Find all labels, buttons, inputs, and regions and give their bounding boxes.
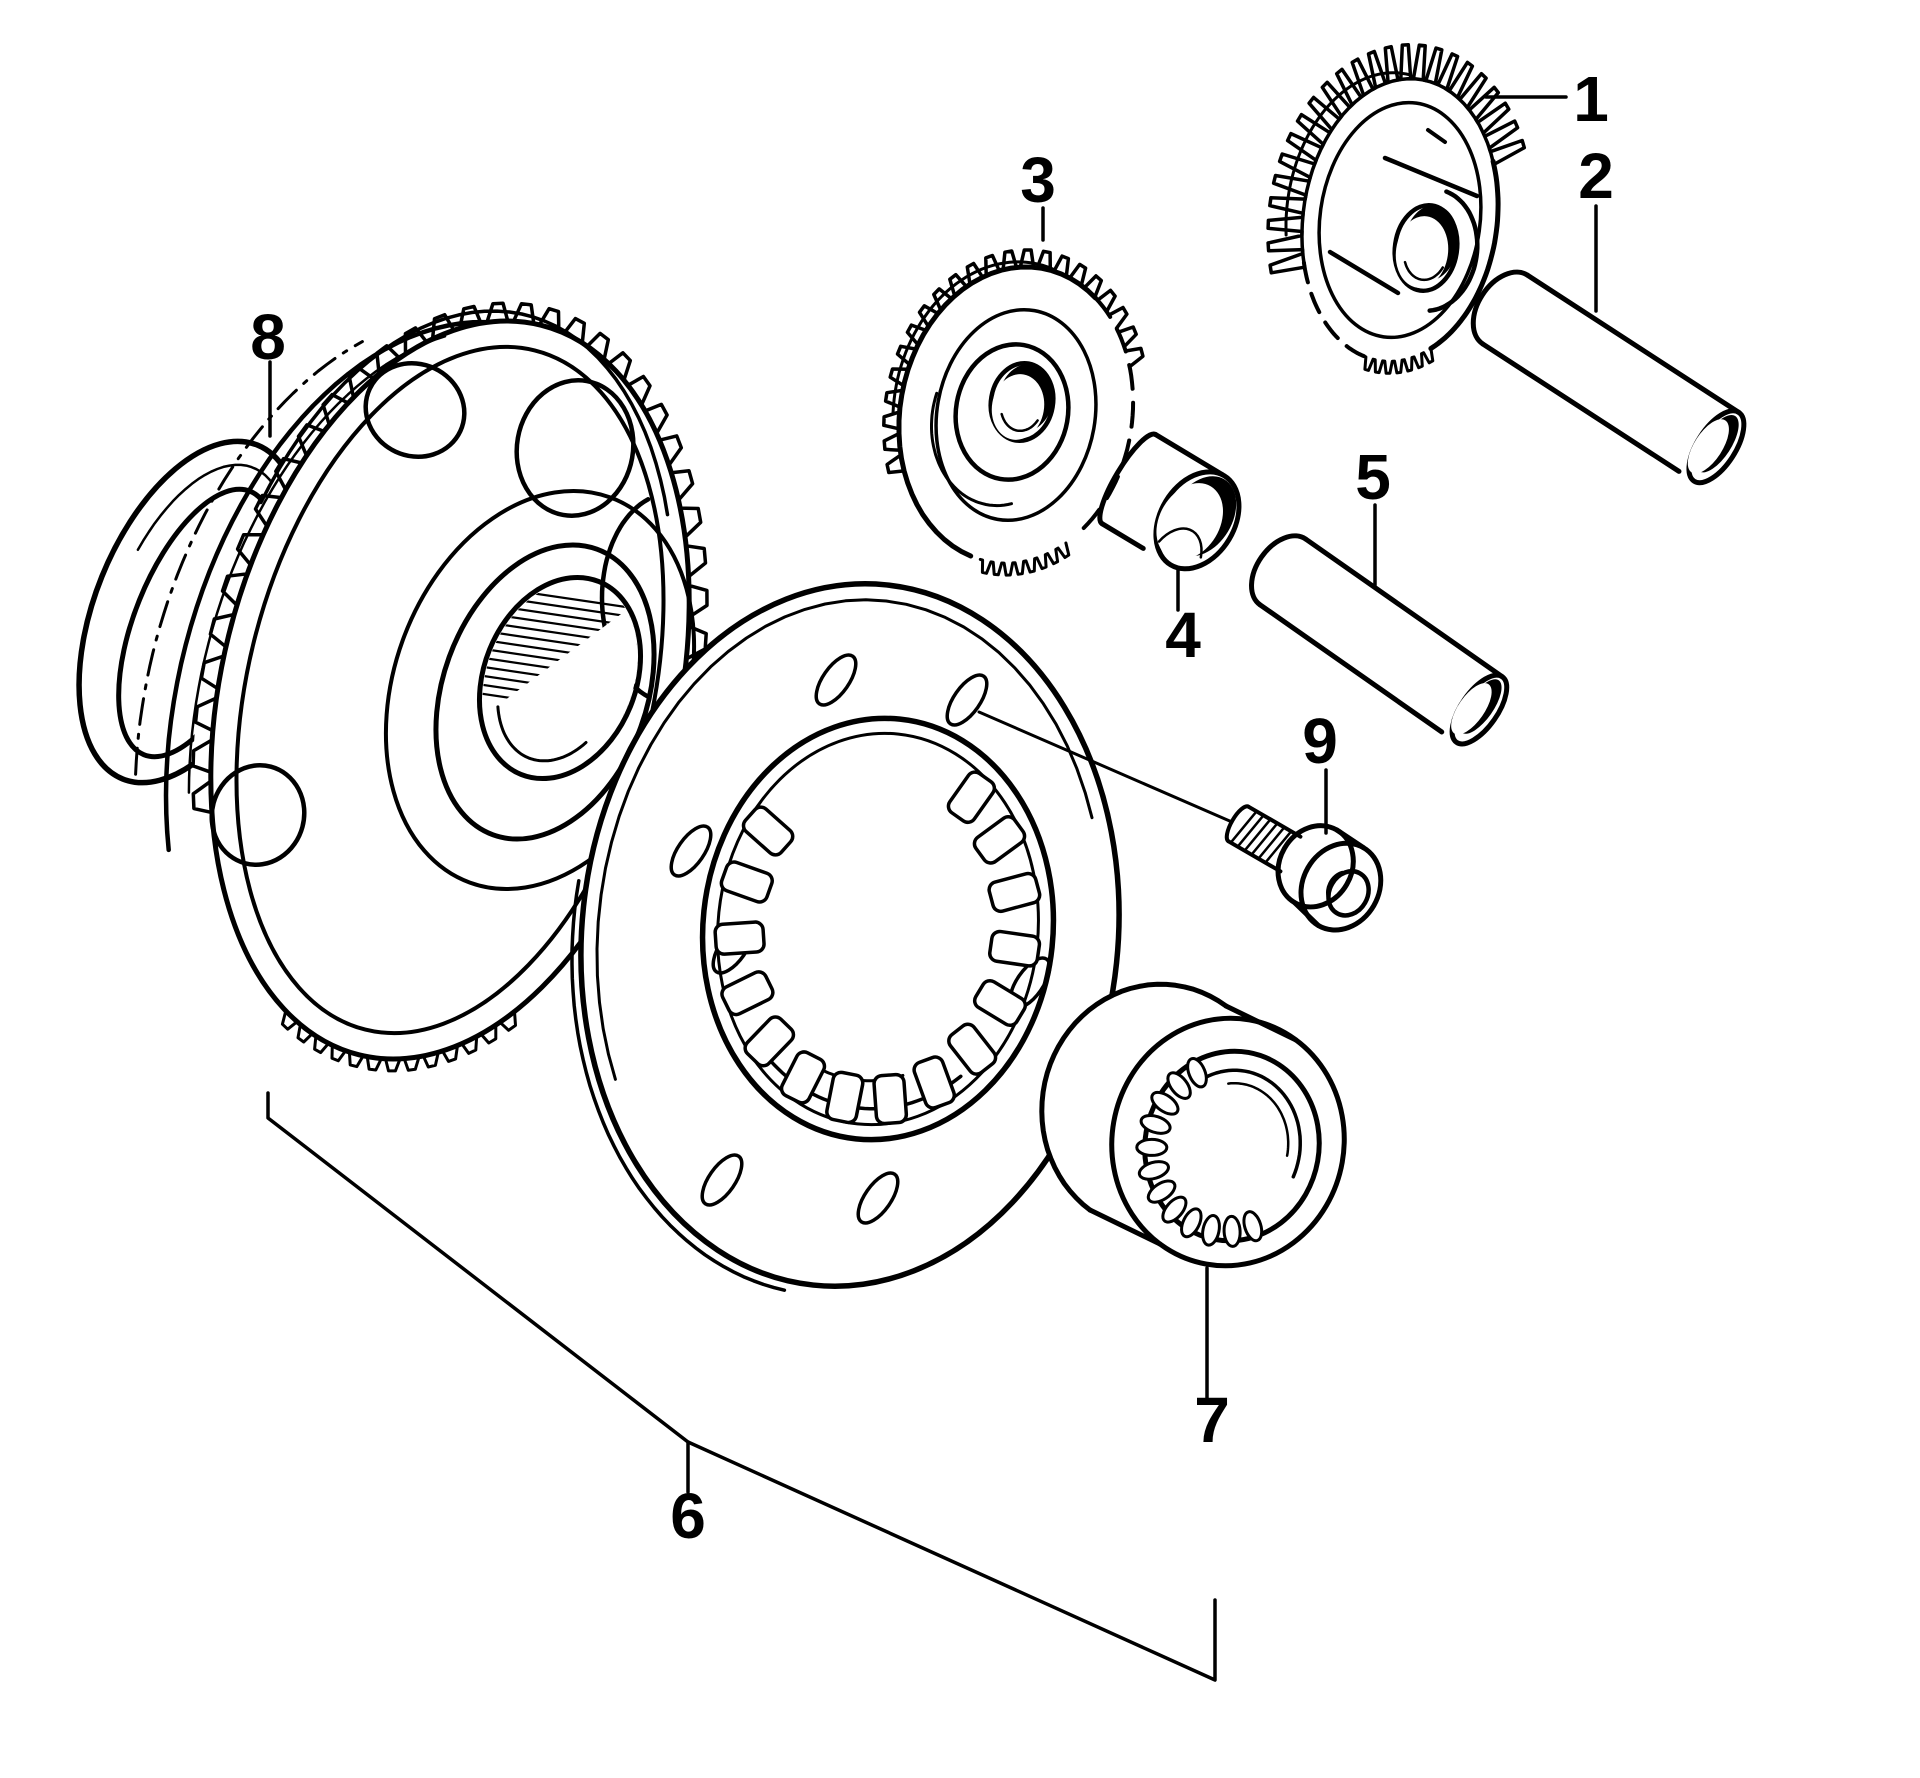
gear-rim-edge (163, 319, 488, 853)
thread-lines (1230, 811, 1292, 863)
gear-teeth (882, 248, 1145, 577)
bushing (1097, 431, 1242, 572)
bolt (1224, 804, 1384, 933)
part-label-7: 7 (1194, 1384, 1230, 1456)
part-label-9: 9 (1302, 705, 1338, 777)
needle-bearing (1039, 981, 1347, 1269)
gear-teeth (191, 301, 709, 1073)
shaft-pin-2 (1470, 269, 1747, 486)
gear-teeth (1266, 43, 1527, 375)
hidden-line (134, 340, 364, 776)
callout-labels: 1 2 3 4 5 6 7 8 9 (250, 63, 1614, 1552)
shaft-pin-5 (1249, 533, 1510, 747)
hub-edge (1382, 155, 1480, 199)
clutch-housing-flange (570, 581, 1122, 1292)
part-label-4: 4 (1165, 599, 1201, 671)
starter-gear (1266, 43, 1533, 396)
hex-socket (1326, 869, 1371, 918)
hub-edge (1327, 249, 1401, 296)
part-label-2: 2 (1578, 140, 1614, 212)
splined-bore (476, 574, 644, 782)
clutch-opening (699, 715, 1057, 1143)
part-label-1: 1 (1573, 63, 1609, 135)
idler-gear (882, 248, 1149, 581)
part-label-5: 5 (1355, 441, 1391, 513)
sprag-segments (713, 770, 1042, 1126)
needle-rollers (1135, 1057, 1264, 1248)
part-label-3: 3 (1020, 144, 1056, 216)
hub-boss (953, 342, 1071, 482)
leader-lines (266, 95, 1598, 1682)
part-label-8: 8 (250, 301, 286, 373)
part-label-6: 6 (670, 1480, 706, 1552)
bore (988, 360, 1056, 444)
bolt-hole-pointer-line (977, 710, 1234, 824)
hidden-line (1301, 253, 1366, 359)
